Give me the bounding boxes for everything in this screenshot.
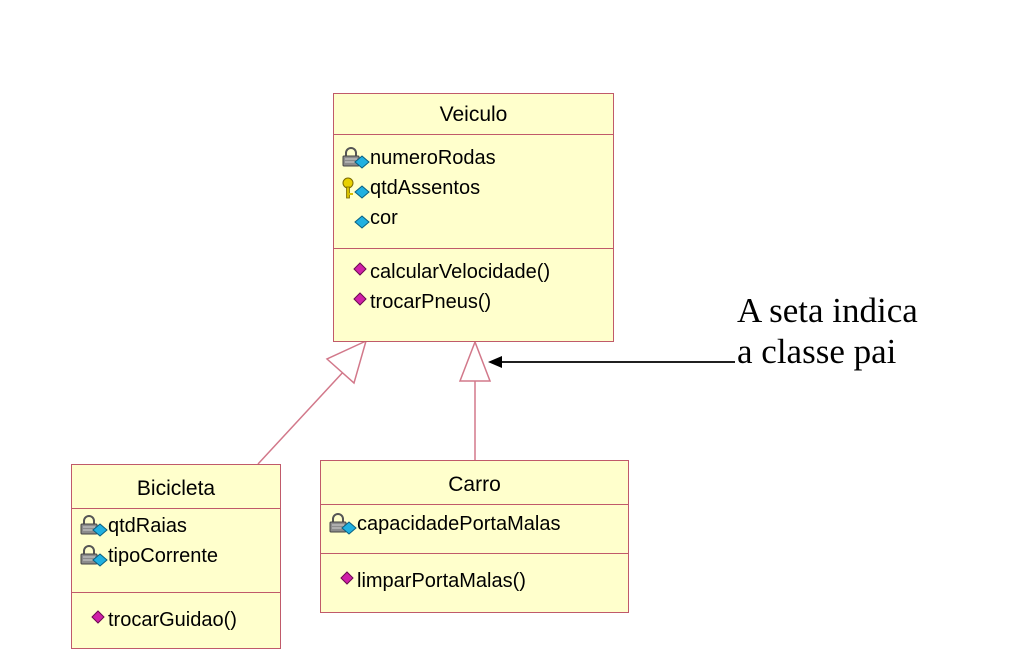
- class-name: Bicicleta: [72, 465, 280, 509]
- public-icon: [340, 207, 370, 229]
- operation-calcular-velocidade[interactable]: calcularVelocidade(): [334, 257, 613, 287]
- method-icon: [340, 291, 370, 313]
- attribute-qtd-raias[interactable]: qtdRaias: [72, 511, 280, 541]
- annotation-line-1: A seta indica: [737, 291, 918, 330]
- attributes-compartment: numeroRodas qtdAssentos cor: [334, 135, 613, 249]
- operation-label: trocarPneus(): [370, 291, 492, 313]
- lock-icon: [340, 147, 370, 169]
- operation-trocar-pneus[interactable]: trocarPneus(): [334, 287, 613, 317]
- attributes-compartment: capacidadePortaMalas: [321, 505, 628, 554]
- inheritance-bicicleta-veiculo: [257, 339, 368, 465]
- operation-label: limparPortaMalas(): [357, 570, 526, 592]
- attribute-tipo-corrente[interactable]: tipoCorrente: [72, 541, 280, 571]
- inheritance-carro-veiculo: [458, 339, 492, 460]
- class-veiculo[interactable]: Veiculo numeroRodas qtdAssentos cor calc…: [333, 93, 614, 342]
- method-icon: [327, 570, 357, 592]
- operations-compartment: calcularVelocidade() trocarPneus(): [334, 249, 613, 317]
- class-bicicleta[interactable]: Bicicleta qtdRaias tipoCorrente trocarGu…: [71, 464, 281, 649]
- lock-icon: [78, 545, 108, 567]
- attribute-label: qtdRaias: [108, 515, 187, 537]
- class-carro[interactable]: Carro capacidadePortaMalas limparPortaMa…: [320, 460, 629, 613]
- attribute-label: qtdAssentos: [370, 177, 481, 199]
- annotation: A seta indica a classe pai: [737, 290, 918, 372]
- class-name: Veiculo: [334, 94, 613, 135]
- attribute-label: tipoCorrente: [108, 545, 219, 567]
- attribute-label: cor: [370, 207, 398, 229]
- attribute-label: numeroRodas: [370, 147, 496, 169]
- method-icon: [340, 261, 370, 283]
- operation-limpar-porta-malas[interactable]: limparPortaMalas(): [321, 566, 628, 596]
- operation-trocar-guidao[interactable]: trocarGuidao(): [72, 605, 280, 635]
- attribute-label: capacidadePortaMalas: [357, 513, 561, 535]
- attribute-qtd-assentos[interactable]: qtdAssentos: [334, 173, 613, 203]
- attribute-cor[interactable]: cor: [334, 203, 613, 233]
- operation-label: trocarGuidao(): [108, 609, 237, 631]
- attribute-numero-rodas[interactable]: numeroRodas: [334, 143, 613, 173]
- lock-icon: [327, 513, 357, 535]
- lock-icon: [78, 515, 108, 537]
- attributes-compartment: qtdRaias tipoCorrente: [72, 509, 280, 593]
- annotation-arrow: [488, 356, 735, 368]
- method-icon: [78, 609, 108, 631]
- annotation-line-2: a classe pai: [737, 332, 897, 371]
- operations-compartment: trocarGuidao(): [72, 593, 280, 635]
- operation-label: calcularVelocidade(): [370, 261, 551, 283]
- class-name: Carro: [321, 461, 628, 505]
- attribute-capacidade-porta-malas[interactable]: capacidadePortaMalas: [321, 509, 628, 539]
- key-icon: [340, 177, 370, 199]
- operations-compartment: limparPortaMalas(): [321, 554, 628, 596]
